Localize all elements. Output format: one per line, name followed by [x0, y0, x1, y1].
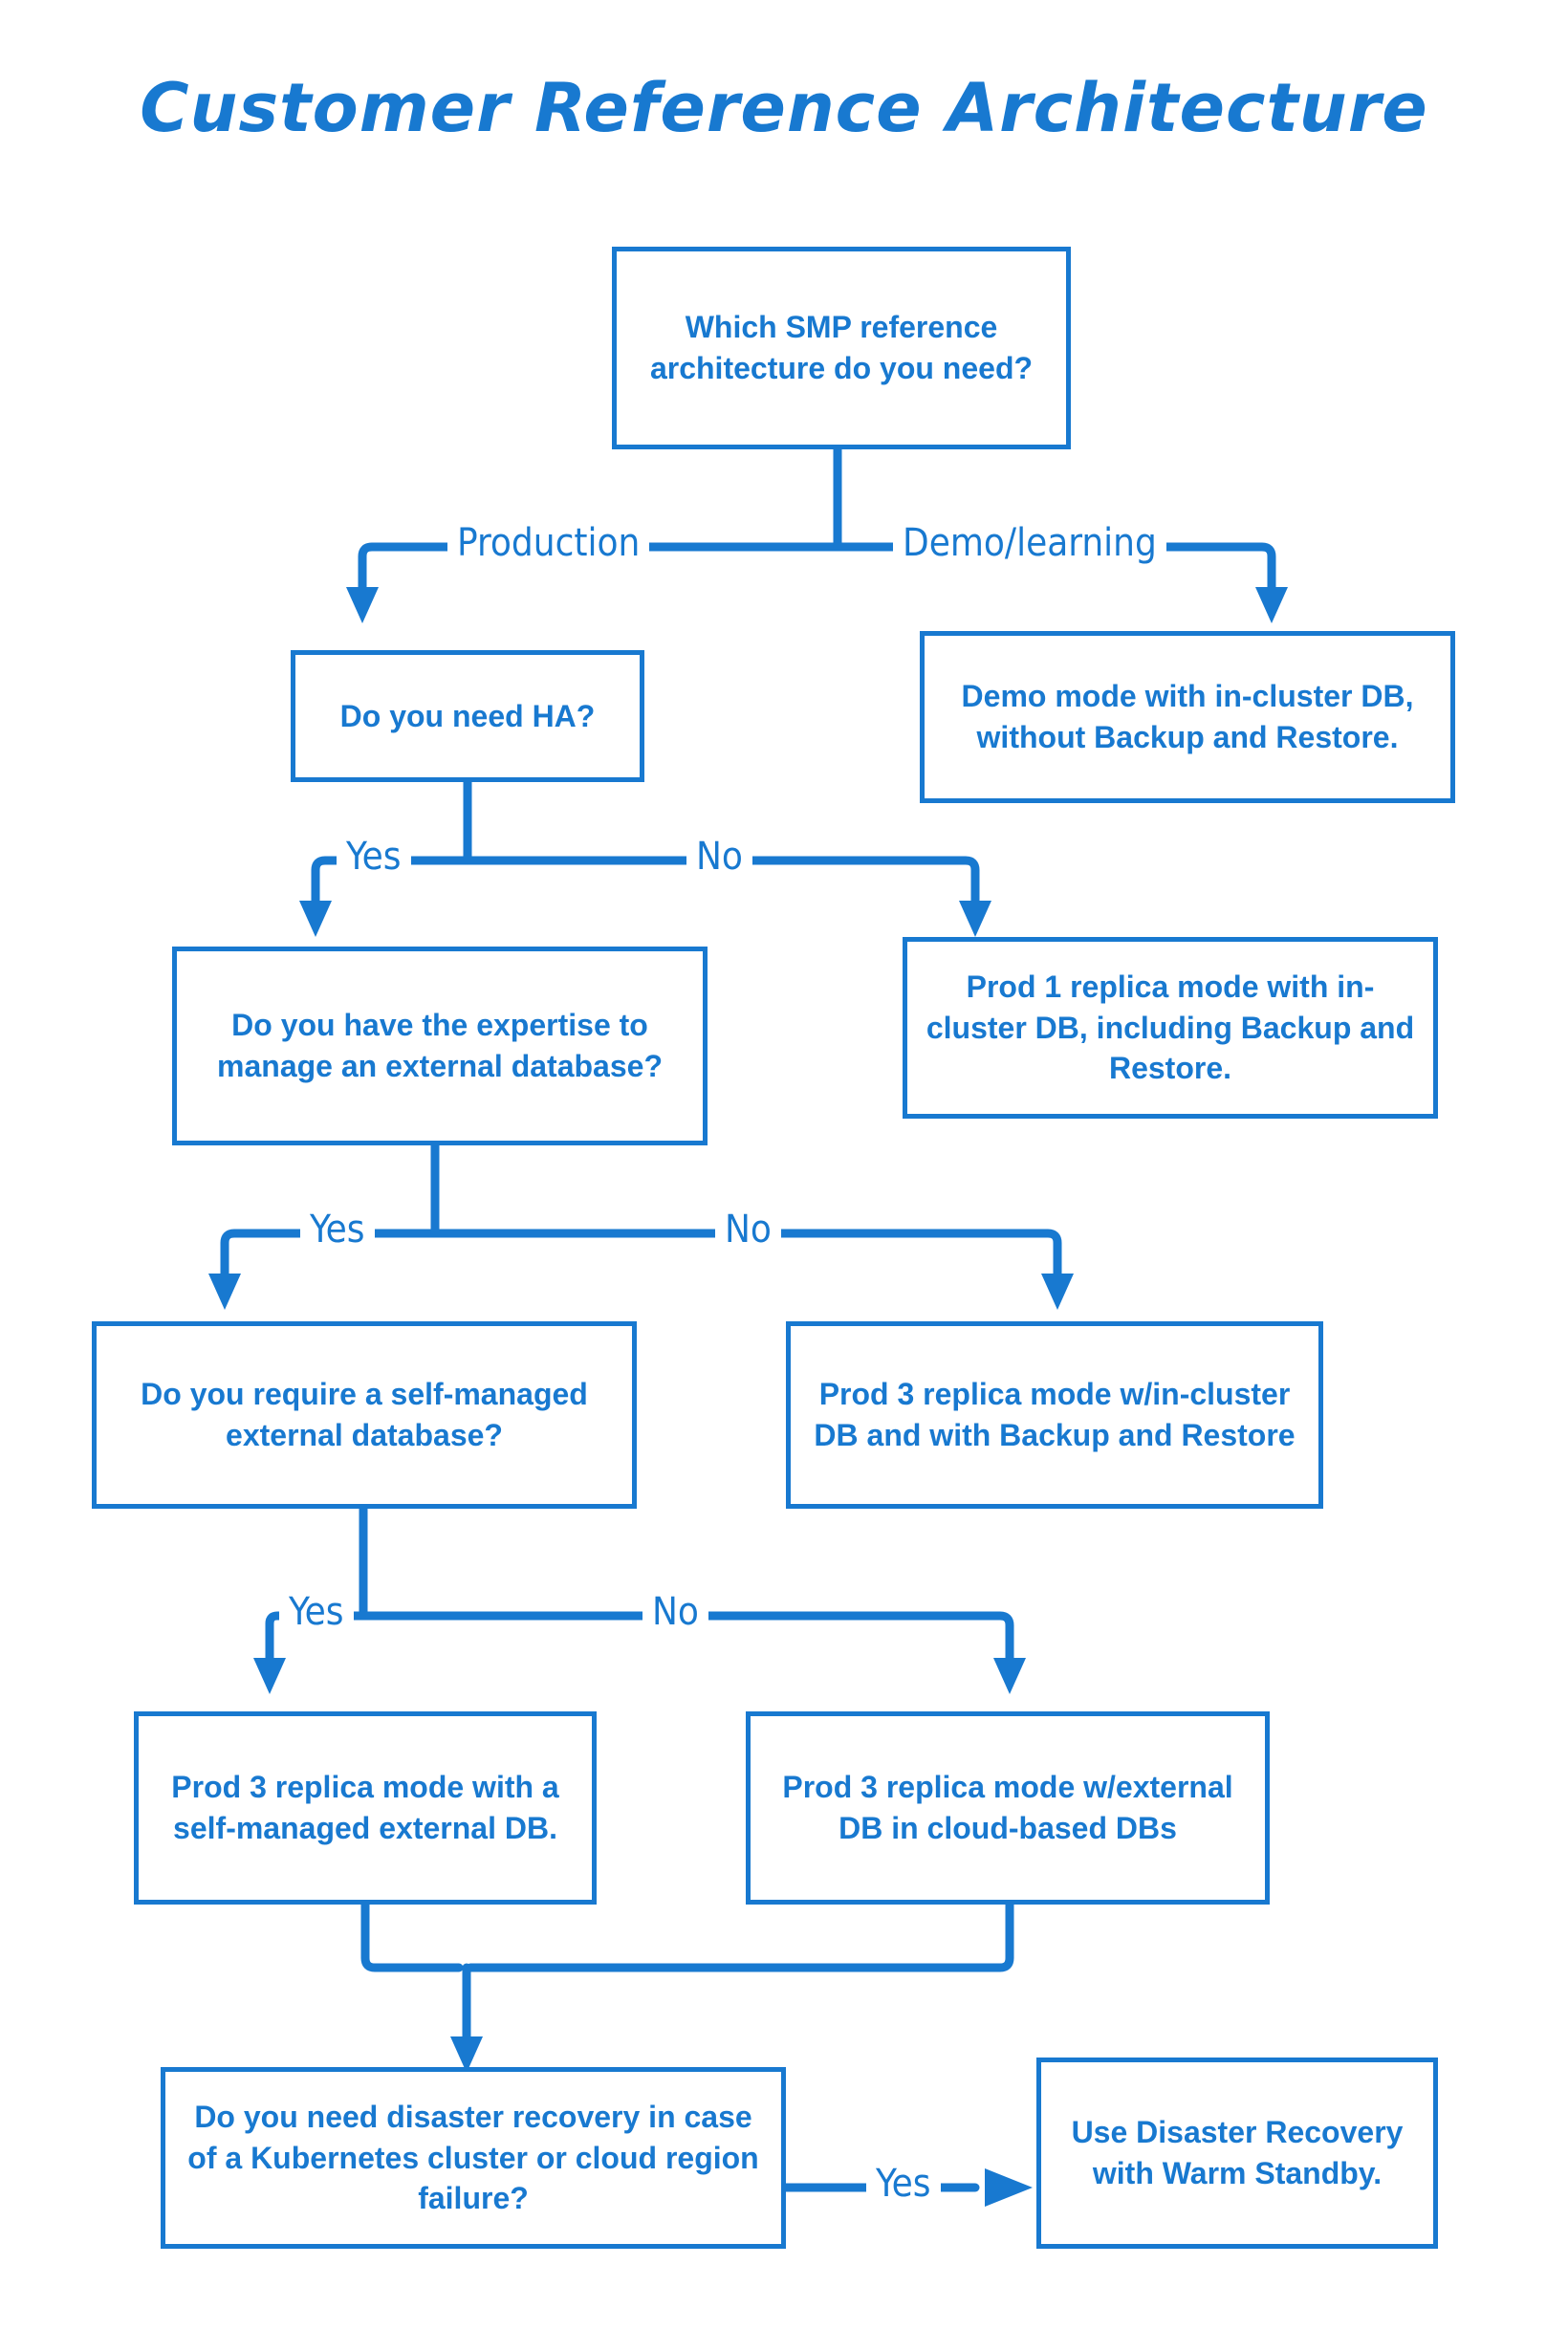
- arrow-ha-no: [959, 901, 991, 937]
- node-root-question[interactable]: Which SMP reference architecture do you …: [612, 247, 1071, 449]
- edge-label-production: Production: [447, 524, 650, 562]
- edge-label-selfmanaged-yes: Yes: [279, 1593, 354, 1631]
- node-root-question-label: Which SMP reference architecture do you …: [649, 310, 1034, 385]
- node-selfmanaged-question-label: Do you require a self-managed external d…: [141, 1377, 588, 1452]
- node-dr-outcome-label: Use Disaster Recovery with Warm Standby.: [1071, 2115, 1404, 2190]
- node-ha-question-label: Do you need HA?: [339, 698, 596, 733]
- node-prod1-outcome-label: Prod 1 replica mode with in-cluster DB, …: [926, 969, 1415, 1086]
- node-dr-question-label: Do you need disaster recovery in case of…: [187, 2100, 759, 2216]
- edge-cloud-outcome-merge: [466, 1900, 1014, 1972]
- node-prod3-incluster-outcome[interactable]: Prod 3 replica mode w/in-cluster DB and …: [786, 1321, 1323, 1509]
- node-prod3-selfmanaged-outcome[interactable]: Prod 3 replica mode with a self-managed …: [134, 1711, 597, 1905]
- arrow-expertise-no: [1041, 1274, 1074, 1310]
- node-selfmanaged-question[interactable]: Do you require a self-managed external d…: [92, 1321, 637, 1509]
- edge-label-expertise-no: No: [715, 1210, 781, 1249]
- node-prod3-cloud-outcome-label: Prod 3 replica mode w/external DB in clo…: [782, 1770, 1233, 1845]
- page-title: Customer Reference Architecture: [140, 69, 1428, 147]
- node-dr-outcome[interactable]: Use Disaster Recovery with Warm Standby.: [1036, 2058, 1438, 2249]
- edge-label-ha-no: No: [686, 838, 752, 876]
- node-prod1-outcome[interactable]: Prod 1 replica mode with in-cluster DB, …: [903, 937, 1438, 1119]
- node-prod3-cloud-outcome[interactable]: Prod 3 replica mode w/external DB in clo…: [746, 1711, 1270, 1905]
- edge-label-expertise-yes: Yes: [300, 1210, 375, 1249]
- arrow-ha-yes: [299, 901, 332, 937]
- edge-label-selfmanaged-no: No: [642, 1593, 708, 1631]
- edge-selfmanaged-outcome-merge: [360, 1900, 464, 1972]
- edge-label-dr-yes: Yes: [866, 2165, 941, 2203]
- node-expertise-question[interactable]: Do you have the expertise to manage an e…: [172, 947, 708, 1145]
- node-prod3-selfmanaged-outcome-label: Prod 3 replica mode with a self-managed …: [171, 1770, 559, 1845]
- node-demo-outcome[interactable]: Demo mode with in-cluster DB, without Ba…: [920, 631, 1455, 803]
- node-demo-outcome-label: Demo mode with in-cluster DB, without Ba…: [961, 679, 1414, 754]
- arrow-expertise-yes: [208, 1274, 241, 1310]
- arrow-dr-yes: [985, 2168, 1033, 2207]
- arrow-selfmanaged-no: [993, 1658, 1026, 1694]
- node-expertise-question-label: Do you have the expertise to manage an e…: [217, 1008, 663, 1083]
- node-prod3-incluster-outcome-label: Prod 3 replica mode w/in-cluster DB and …: [814, 1377, 1296, 1452]
- node-ha-question[interactable]: Do you need HA?: [291, 650, 644, 782]
- arrow-selfmanaged-yes: [253, 1658, 286, 1694]
- arrow-demo: [1255, 587, 1288, 623]
- node-dr-question[interactable]: Do you need disaster recovery in case of…: [161, 2067, 786, 2249]
- edge-label-ha-yes: Yes: [337, 838, 411, 876]
- edge-label-demo-learning: Demo/learning: [893, 524, 1166, 562]
- arrow-production: [346, 587, 379, 623]
